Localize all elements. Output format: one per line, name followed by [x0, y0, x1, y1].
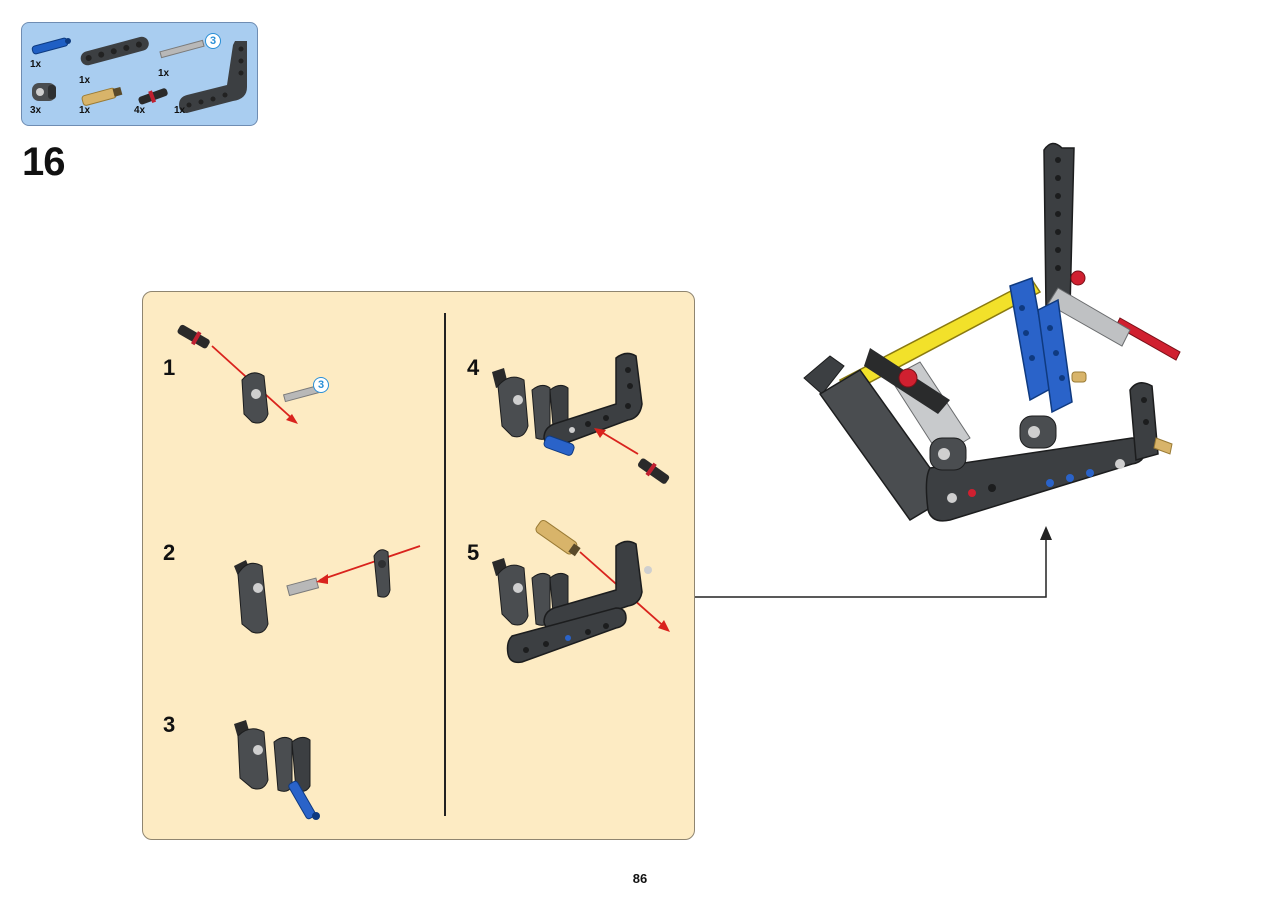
tan-axle-pin-icon	[81, 86, 123, 106]
blue-axle-pin-icon	[31, 37, 71, 55]
right-l-beam	[1129, 382, 1173, 461]
substep-label: 1	[163, 355, 176, 380]
part-qty: 3x	[30, 105, 42, 116]
tall-beam	[1043, 142, 1075, 309]
length-callout: 3	[313, 377, 329, 393]
substep-5-illustration	[492, 519, 670, 664]
part-qty: 1x	[79, 105, 91, 116]
red-axle	[1070, 270, 1181, 361]
parts-list: 1x 1x 3 1x 1x 3x 1x	[21, 22, 258, 126]
sub-assembly-panel	[142, 291, 695, 840]
part-qty: 4x	[134, 105, 146, 116]
cross-block-icon	[32, 83, 56, 101]
light-gray-beam	[1047, 287, 1131, 347]
beam-icon	[80, 36, 149, 66]
part-qty: 1x	[30, 59, 42, 70]
step-number: 16	[22, 140, 65, 184]
blue-beams	[1009, 276, 1073, 414]
page-number: 86	[632, 871, 648, 886]
part-qty: 1x	[158, 68, 170, 79]
substep-label: 3	[163, 712, 176, 737]
substep-4-illustration	[492, 352, 670, 484]
yellow-beam	[838, 279, 1042, 396]
connector-arrow	[694, 526, 1052, 598]
substep-label: 2	[163, 540, 176, 565]
substep-2-illustration	[234, 545, 421, 634]
substep-label: 4	[467, 355, 480, 380]
part-qty: 1x	[174, 105, 186, 116]
substep-1-illustration	[177, 324, 319, 424]
axle-icon	[159, 39, 205, 59]
substep-label: 5	[467, 540, 480, 565]
part-qty: 1x	[79, 75, 91, 86]
main-model-illustration	[803, 142, 1181, 522]
length-callout: 3	[205, 33, 221, 49]
substep-3-illustration	[234, 720, 320, 820]
left-frame	[803, 348, 952, 521]
l-beam-icon	[179, 41, 247, 113]
panel-divider	[444, 313, 446, 816]
cross-blocks	[929, 415, 1057, 471]
tan-pin	[1071, 371, 1087, 383]
friction-pin-icon	[138, 88, 168, 105]
